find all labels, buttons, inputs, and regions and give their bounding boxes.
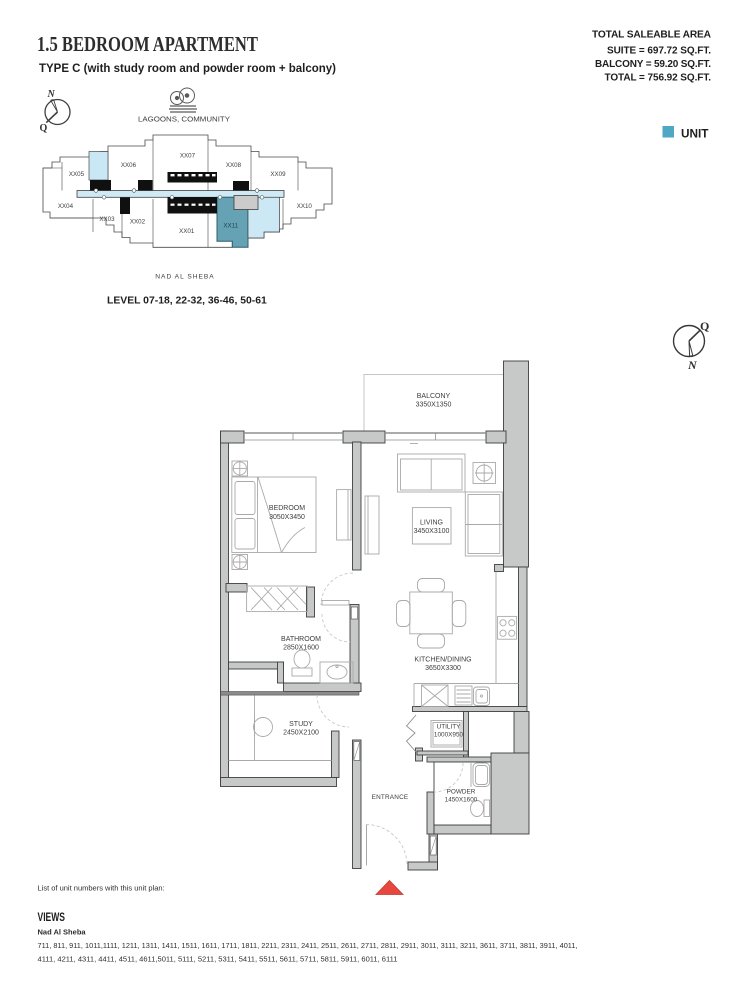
svg-text:XX02: XX02: [130, 219, 146, 226]
svg-text:XX08: XX08: [226, 162, 242, 169]
svg-text:XX06: XX06: [121, 162, 137, 169]
svg-text:XX09: XX09: [270, 171, 286, 178]
svg-text:BATHROOM: BATHROOM: [281, 636, 321, 643]
svg-text:1.5 BEDROOM APARTMENT: 1.5 BEDROOM APARTMENT: [37, 32, 259, 56]
svg-text:1450X1600: 1450X1600: [445, 797, 478, 804]
svg-text:LIVING: LIVING: [420, 520, 443, 527]
svg-text:711, 811, 911, 1011,1111, 1211: 711, 811, 911, 1011,1111, 1211, 1311, 14…: [38, 941, 578, 950]
svg-text:3450X3100: 3450X3100: [414, 528, 450, 535]
svg-text:N: N: [687, 358, 698, 372]
svg-text:LEVEL 07-18, 22-32, 36-46, 50-: LEVEL 07-18, 22-32, 36-46, 50-61: [107, 296, 267, 307]
svg-text:2450X2100: 2450X2100: [283, 730, 319, 737]
svg-text:Q: Q: [700, 319, 709, 333]
svg-text:TOTAL = 756.92 SQ.FT.: TOTAL = 756.92 SQ.FT.: [605, 72, 712, 83]
svg-text:XX03: XX03: [99, 216, 115, 223]
svg-text:XX01: XX01: [179, 228, 195, 235]
svg-text:Nad Al Sheba: Nad Al Sheba: [38, 928, 87, 937]
svg-text:3350X1350: 3350X1350: [416, 402, 452, 409]
svg-text:BEDROOM: BEDROOM: [269, 505, 305, 512]
svg-text:TOTAL SALEABLE AREA: TOTAL SALEABLE AREA: [592, 30, 712, 41]
svg-text:UTILITY: UTILITY: [437, 724, 462, 731]
svg-text:POWDER: POWDER: [447, 789, 476, 796]
svg-text:STUDY: STUDY: [289, 721, 313, 728]
svg-text:LAGOONS, COMMUNITY: LAGOONS, COMMUNITY: [138, 117, 230, 124]
svg-text:BALCONY = 59.20 SQ.FT.: BALCONY = 59.20 SQ.FT.: [595, 59, 711, 70]
svg-text:XX05: XX05: [69, 171, 85, 178]
svg-text:3650X3300: 3650X3300: [425, 665, 461, 672]
svg-text:UNIT: UNIT: [681, 127, 709, 141]
svg-text:XX04: XX04: [58, 203, 74, 210]
svg-text:1000X950: 1000X950: [434, 732, 464, 739]
svg-text:XX11: XX11: [223, 223, 238, 230]
svg-text:4111, 4211, 4311, 4411, 4511,: 4111, 4211, 4311, 4411, 4511, 4611,5011,…: [38, 955, 398, 964]
svg-text:3050X3450: 3050X3450: [269, 514, 305, 521]
svg-text:N: N: [47, 89, 56, 100]
svg-text:List of unit numbers with this: List of unit numbers with this unit plan…: [38, 884, 165, 893]
svg-text:SUITE = 697.72 SQ.FT.: SUITE = 697.72 SQ.FT.: [607, 46, 711, 57]
svg-text:BALCONY: BALCONY: [417, 393, 451, 400]
svg-text:XX10: XX10: [297, 203, 313, 210]
svg-text:ENTRANCE: ENTRANCE: [372, 794, 409, 801]
svg-text:TYPE C (with study room and po: TYPE C (with study room and powder room …: [39, 62, 336, 75]
svg-text:2850X1600: 2850X1600: [283, 645, 319, 652]
svg-text:VIEWS: VIEWS: [38, 912, 66, 924]
svg-text:KITCHEN/DINING: KITCHEN/DINING: [414, 657, 471, 664]
svg-text:Q: Q: [40, 123, 48, 134]
svg-text:XX07: XX07: [180, 153, 196, 160]
svg-text:NAD AL SHEBA: NAD AL SHEBA: [155, 274, 214, 281]
